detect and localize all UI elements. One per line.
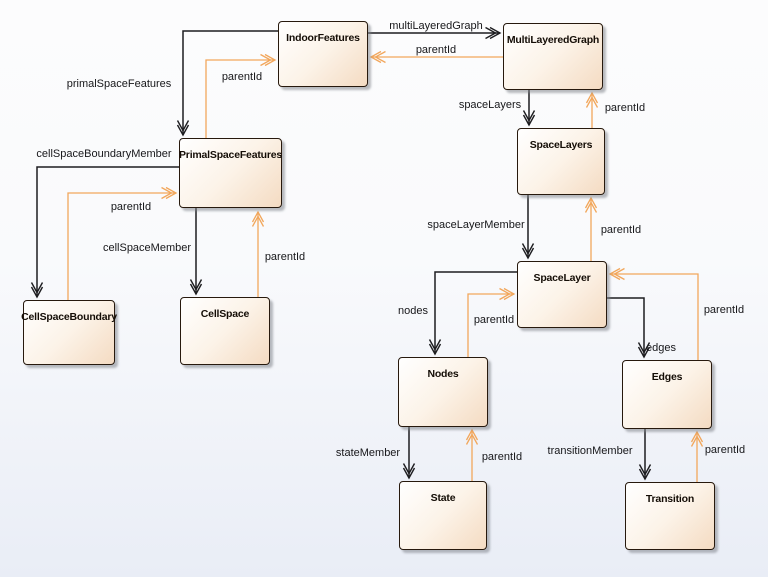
node-transition[interactable]: Transition <box>625 482 715 550</box>
connector-parentId[interactable] <box>690 430 704 482</box>
node-title: SpaceLayer <box>533 272 591 284</box>
connector-parentId[interactable] <box>608 267 699 361</box>
connector-cellSpaceBoundaryMember[interactable] <box>30 166 180 299</box>
node-edges[interactable]: Edges <box>622 360 712 429</box>
open-arrowhead-icon <box>584 196 598 213</box>
node-title: MultiLayeredGraph <box>506 34 600 46</box>
connector-label: parentId <box>600 224 642 236</box>
connector-parentId[interactable] <box>467 287 516 358</box>
connector-label: parentId <box>264 251 306 263</box>
open-arrowhead-icon <box>608 267 625 281</box>
connector-label: spaceLayers <box>458 99 522 111</box>
node-indoor-features[interactable]: IndoorFeatures <box>278 21 368 87</box>
open-arrowhead-icon <box>690 430 704 447</box>
node-title: Nodes <box>427 368 459 380</box>
connector-label: parentId <box>415 44 457 56</box>
open-arrowhead-icon <box>260 53 277 67</box>
connector-label: parentId <box>221 71 263 83</box>
node-multi-layered-graph[interactable]: MultiLayeredGraph <box>503 23 603 90</box>
open-arrowhead-icon <box>161 186 178 200</box>
connector-nodes[interactable] <box>428 271 518 356</box>
node-title: Edges <box>651 371 683 383</box>
open-arrowhead-icon <box>499 287 516 301</box>
connector-label: parentId <box>473 314 515 326</box>
node-title: State <box>430 492 456 504</box>
node-title: CellSpace <box>200 308 250 320</box>
open-arrowhead-icon <box>428 339 442 356</box>
connector-transitionMember[interactable] <box>638 429 652 481</box>
open-arrowhead-icon <box>189 279 203 296</box>
connector-label: edges <box>646 342 676 354</box>
connector-edges[interactable] <box>607 297 651 359</box>
connector-parentId[interactable] <box>369 50 503 64</box>
connector-label: primalSpaceFeatures <box>66 78 172 90</box>
connector-cellSpaceMember[interactable] <box>189 208 203 296</box>
connector-spaceLayers[interactable] <box>522 90 536 127</box>
open-arrowhead-icon <box>176 120 190 137</box>
connector-multiLayeredGraph[interactable] <box>368 26 502 40</box>
connector-label: transitionMember <box>547 445 633 457</box>
node-cell-space[interactable]: CellSpace <box>180 297 270 365</box>
node-title: IndoorFeatures <box>286 32 360 44</box>
open-arrowhead-icon <box>637 342 651 359</box>
open-arrowhead-icon <box>402 463 416 480</box>
connector-label: parentId <box>604 102 646 114</box>
open-arrowhead-icon <box>585 91 599 108</box>
connector-label: multiLayeredGraph <box>389 20 483 32</box>
connector-parentId[interactable] <box>585 91 599 128</box>
open-arrowhead-icon <box>638 464 652 481</box>
connector-parentId[interactable] <box>205 53 277 139</box>
open-arrowhead-icon <box>30 282 44 299</box>
connector-parentId[interactable] <box>584 196 598 261</box>
open-arrowhead-icon <box>485 26 502 40</box>
node-title: PrimalSpaceFeatures <box>179 149 283 161</box>
connector-label: parentId <box>704 444 746 456</box>
connector-label: parentId <box>481 451 523 463</box>
node-title: Transition <box>645 493 695 505</box>
open-arrowhead-icon <box>521 243 535 260</box>
node-title: CellSpaceBoundary <box>21 311 117 323</box>
node-cell-space-boundary[interactable]: CellSpaceBoundary <box>21 300 117 365</box>
open-arrowhead-icon <box>251 210 265 227</box>
connector-primalSpaceFeatures[interactable] <box>176 30 279 137</box>
connector-stateMember[interactable] <box>402 427 416 480</box>
connector-label: cellSpaceBoundaryMember <box>36 148 172 160</box>
node-nodes[interactable]: Nodes <box>398 357 488 427</box>
connector-label: stateMember <box>335 447 401 459</box>
connector-label: parentId <box>703 304 745 316</box>
node-state[interactable]: State <box>399 481 487 550</box>
open-arrowhead-icon <box>465 428 479 445</box>
connector-label: parentId <box>110 201 152 213</box>
connector-label: nodes <box>398 305 428 317</box>
node-space-layers[interactable]: SpaceLayers <box>517 128 605 195</box>
connector-spaceLayerMember[interactable] <box>521 195 535 260</box>
connector-parentId[interactable] <box>67 186 178 301</box>
open-arrowhead-icon <box>522 110 536 127</box>
open-arrowhead-icon <box>369 50 386 64</box>
connector-parentId[interactable] <box>251 210 265 297</box>
connector-label: spaceLayerMember <box>427 219 525 231</box>
node-space-layer[interactable]: SpaceLayer <box>517 261 607 328</box>
node-title: SpaceLayers <box>529 139 593 151</box>
node-primal-space-features[interactable]: PrimalSpaceFeatures <box>179 138 282 208</box>
connector-label: cellSpaceMember <box>102 242 192 254</box>
connector-parentId[interactable] <box>465 428 479 481</box>
